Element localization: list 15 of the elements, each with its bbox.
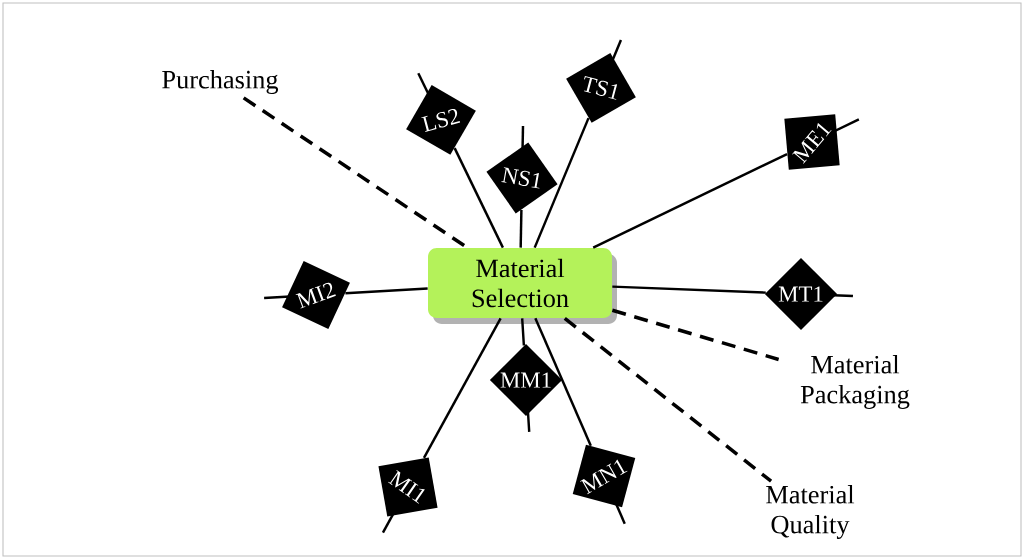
connector-line: [563, 316, 773, 483]
text-label: Material Packaging: [800, 355, 910, 409]
connector-line: [533, 117, 590, 249]
connector-line: [519, 210, 523, 248]
connector-line: [345, 287, 428, 295]
connector-line: [422, 317, 502, 459]
process-box: Material Selection: [428, 248, 617, 324]
text-label: Material Quality: [766, 485, 855, 539]
connector-line: [611, 308, 780, 362]
connector-line: [534, 317, 592, 447]
text-label: Purchasing: [162, 70, 279, 94]
connector-line: [453, 147, 504, 249]
connector-line: [520, 318, 526, 346]
connector-line: [592, 152, 788, 249]
connector-line: [612, 285, 766, 294]
